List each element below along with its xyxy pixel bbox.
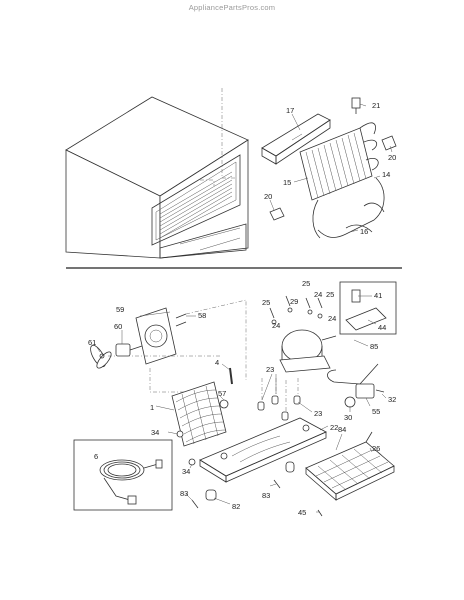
label-83-a: 83 bbox=[180, 489, 188, 498]
label-23-a: 23 bbox=[266, 365, 274, 374]
inset-box-6-cord bbox=[73, 439, 173, 511]
part-82-foot bbox=[205, 461, 295, 501]
part-29-compressor bbox=[279, 329, 337, 373]
label-41: 41 bbox=[374, 291, 382, 300]
part-45-screw bbox=[317, 509, 323, 517]
label-6: 6 bbox=[94, 452, 98, 461]
label-25-a: 25 bbox=[302, 279, 310, 288]
label-29: 29 bbox=[290, 297, 298, 306]
label-20-upper: 20 bbox=[388, 153, 396, 162]
label-24-c: 24 bbox=[328, 314, 336, 323]
label-20-lower: 20 bbox=[264, 192, 272, 201]
part-20-bracket-lower bbox=[269, 207, 285, 221]
part-15-drawing bbox=[299, 122, 379, 201]
part-34-drawing bbox=[176, 430, 196, 466]
label-61: 61 bbox=[88, 338, 96, 347]
part-20-bracket-upper bbox=[381, 135, 397, 151]
label-59: 59 bbox=[116, 305, 124, 314]
part-61-fan-blade bbox=[90, 344, 112, 369]
cabinet-drawing bbox=[65, 88, 249, 259]
label-57: 57 bbox=[218, 389, 226, 398]
label-24-a: 24 bbox=[314, 290, 322, 299]
part-21-drawing bbox=[351, 97, 361, 114]
label-44: 44 bbox=[378, 323, 386, 332]
part-85-tube bbox=[327, 363, 379, 385]
label-1: 1 bbox=[150, 403, 154, 412]
label-16: 16 bbox=[360, 227, 368, 236]
leader-lines bbox=[95, 103, 393, 513]
part-labels: 17 21 20 15 14 20 16 25 25 25 29 24 24 2… bbox=[88, 101, 396, 517]
label-84: 84 bbox=[338, 425, 346, 434]
label-23-b: 23 bbox=[314, 409, 322, 418]
label-15: 15 bbox=[283, 178, 291, 187]
watermark-text: AppliancePartsPros.com bbox=[188, 3, 276, 12]
part-22-base-plate bbox=[199, 417, 327, 483]
label-26: 26 bbox=[372, 444, 380, 453]
label-14: 14 bbox=[382, 170, 390, 179]
label-32: 32 bbox=[388, 395, 396, 404]
label-25-b: 25 bbox=[262, 298, 270, 307]
label-22: 22 bbox=[330, 423, 338, 432]
label-45: 45 bbox=[298, 508, 306, 517]
label-34-b: 34 bbox=[182, 467, 190, 476]
inset-box-41-44 bbox=[339, 281, 397, 335]
part-57-drawing bbox=[219, 399, 229, 409]
label-83-b: 83 bbox=[262, 491, 270, 500]
label-60: 60 bbox=[114, 322, 122, 331]
part-59-fan-shroud bbox=[135, 307, 177, 365]
label-85: 85 bbox=[370, 342, 378, 351]
label-55: 55 bbox=[372, 407, 380, 416]
part-4-drawing bbox=[229, 367, 233, 385]
label-4: 4 bbox=[215, 358, 219, 367]
part-58-screws bbox=[175, 313, 187, 327]
label-58: 58 bbox=[198, 311, 206, 320]
part-14-16-wire-frame bbox=[312, 177, 385, 239]
label-25-c: 25 bbox=[326, 290, 334, 299]
parts-24-25-fasteners bbox=[269, 295, 323, 325]
label-34-a: 34 bbox=[151, 428, 159, 437]
part-1-condenser-coil bbox=[171, 381, 227, 447]
part-55-relay bbox=[344, 383, 385, 408]
label-82: 82 bbox=[232, 502, 240, 511]
part-23-grommets bbox=[257, 395, 301, 421]
part-17-drawing bbox=[261, 113, 331, 165]
label-17: 17 bbox=[286, 106, 294, 115]
label-30: 30 bbox=[344, 413, 352, 422]
label-21: 21 bbox=[372, 101, 380, 110]
label-24-b: 24 bbox=[272, 321, 280, 330]
part-26-drain-pan bbox=[305, 431, 395, 501]
part-60-fan-motor bbox=[115, 343, 143, 357]
